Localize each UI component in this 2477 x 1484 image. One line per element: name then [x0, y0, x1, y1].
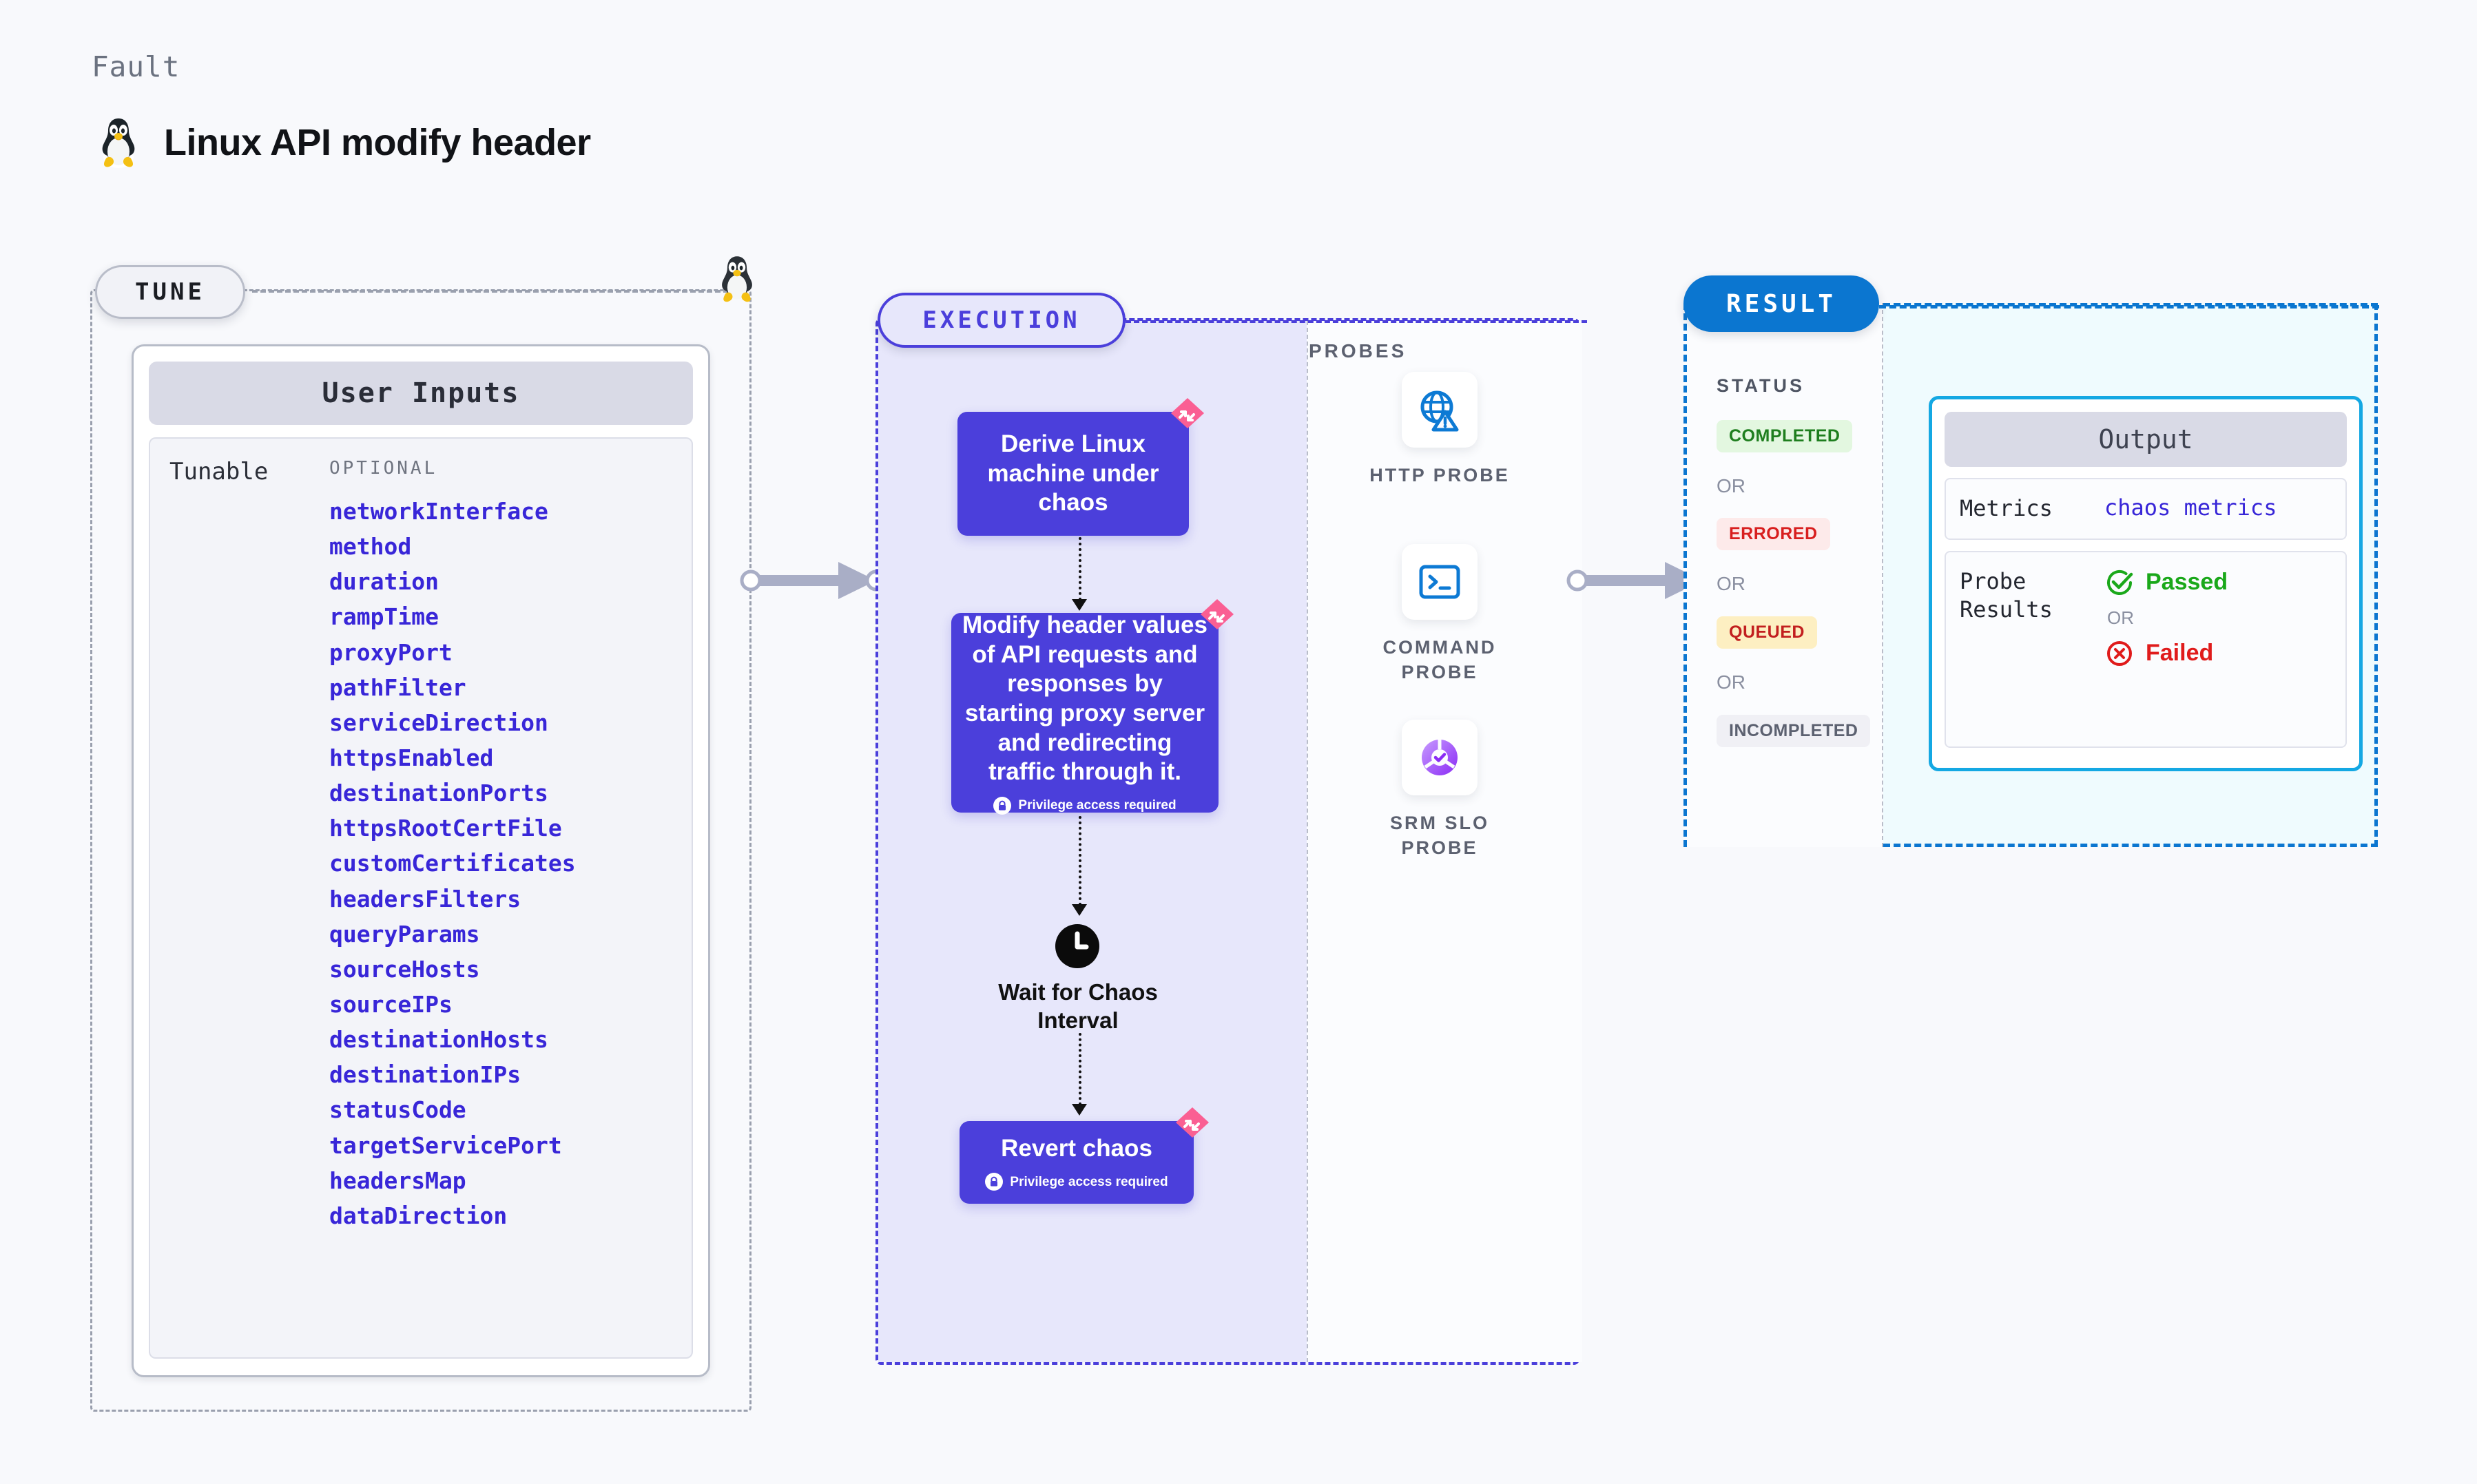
- output-metrics-row: Metrics chaos metrics: [1945, 478, 2347, 540]
- tunable-parameter-list: OPTIONAL networkInterface method duratio…: [329, 458, 692, 1357]
- lock-icon: [993, 797, 1012, 815]
- list-item[interactable]: customCertificates: [329, 850, 576, 877]
- result-status-panel: [1683, 303, 1883, 847]
- list-item[interactable]: queryParams: [329, 920, 480, 948]
- probes-panel: [1307, 321, 1582, 1362]
- list-item[interactable]: serviceDirection: [329, 709, 548, 736]
- ribbon-icon: [1176, 1107, 1209, 1138]
- probe-result-failed: Failed: [2104, 638, 2228, 669]
- tune-pill[interactable]: TUNE: [95, 265, 245, 319]
- privilege-badge: Privilege access required: [993, 797, 1177, 815]
- page-eyebrow: Fault: [92, 50, 180, 83]
- status-badge-queued: QUEUED: [1717, 616, 1817, 649]
- wait-clock-icon: [1026, 921, 1129, 974]
- arrow-wait-to-revert: [1079, 1033, 1081, 1105]
- user-inputs-card: User Inputs Tunable OPTIONAL networkInte…: [132, 344, 710, 1377]
- probe-result-or: OR: [2107, 607, 2134, 628]
- list-item[interactable]: destinationIPs: [329, 1061, 521, 1089]
- list-item[interactable]: headersMap: [329, 1167, 466, 1194]
- linux-tux-icon: [96, 116, 141, 169]
- list-item[interactable]: destinationPorts: [329, 780, 548, 807]
- list-item[interactable]: networkInterface: [329, 498, 548, 525]
- probe-result-passed-label: Passed: [2146, 569, 2228, 596]
- probe-result-failed-label: Failed: [2146, 640, 2214, 667]
- privilege-badge-label: Privilege access required: [1018, 798, 1177, 813]
- list-item[interactable]: httpsRootCertFile: [329, 815, 562, 842]
- user-inputs-body: Tunable OPTIONAL networkInterface method…: [149, 437, 693, 1359]
- output-title: Output: [1945, 412, 2347, 467]
- execution-connector-line: [1126, 320, 1587, 323]
- list-item[interactable]: sourceHosts: [329, 955, 480, 983]
- probes-section-label: PROBES: [1309, 340, 1407, 362]
- execution-node-derive[interactable]: Derive Linux machine under chaos: [957, 398, 1204, 536]
- probe-http-label: HTTP PROBE: [1369, 465, 1510, 485]
- slo-donut-check-icon: [1402, 720, 1478, 795]
- page-title-row: Linux API modify header: [96, 116, 591, 169]
- arrowhead-icon: [1072, 904, 1087, 916]
- privilege-badge: Privilege access required: [985, 1173, 1168, 1191]
- x-circle-icon: [2107, 640, 2132, 666]
- probe-http[interactable]: HTTP PROBE: [1354, 372, 1526, 488]
- status-badge-completed: COMPLETED: [1717, 420, 1853, 452]
- arrow-derive-to-modify: [1079, 537, 1081, 600]
- list-item[interactable]: targetServicePort: [329, 1131, 562, 1159]
- execution-node-revert[interactable]: Revert chaos Privilege access required: [960, 1107, 1209, 1204]
- arrowhead-icon: [1072, 599, 1087, 611]
- execution-node-revert-label: Revert chaos: [1001, 1134, 1152, 1162]
- tune-linux-badge-icon: [716, 253, 758, 308]
- globe-warning-icon: [1402, 372, 1478, 448]
- list-item[interactable]: destinationHosts: [329, 1026, 548, 1054]
- status-section-label: STATUS: [1717, 375, 1805, 396]
- connector-tune-to-execution: [738, 556, 890, 608]
- list-item[interactable]: dataDirection: [329, 1202, 508, 1229]
- list-item[interactable]: proxyPort: [329, 638, 453, 666]
- user-inputs-title: User Inputs: [149, 362, 693, 425]
- arrowhead-icon: [1072, 1104, 1087, 1116]
- result-connector-line: [1879, 305, 2379, 309]
- ribbon-icon: [1171, 398, 1204, 428]
- execution-node-wait-label: Wait for Chaos Interval: [998, 979, 1158, 1034]
- output-probe-results-key: Probe Results: [1960, 567, 2053, 623]
- list-item[interactable]: pathFilter: [329, 673, 466, 701]
- probe-command-label: COMMAND PROBE: [1382, 637, 1497, 683]
- list-item[interactable]: sourceIPs: [329, 990, 453, 1018]
- status-badge-errored: ERRORED: [1717, 518, 1830, 550]
- output-probe-results-row: Probe Results Passed OR Failed: [1945, 550, 2347, 748]
- list-item[interactable]: httpsEnabled: [329, 744, 494, 771]
- result-pill[interactable]: RESULT: [1683, 275, 1879, 332]
- tunable-label: Tunable: [169, 458, 269, 485]
- status-badge-incompleted: INCOMPLETED: [1717, 715, 1871, 747]
- page-title: Linux API modify header: [164, 122, 591, 163]
- output-probe-results-value: Passed OR Failed: [2104, 567, 2228, 669]
- optional-group-label: OPTIONAL: [329, 458, 438, 479]
- list-item[interactable]: rampTime: [329, 603, 439, 631]
- probe-srm-slo-label: SRM SLO PROBE: [1389, 813, 1489, 859]
- list-item[interactable]: statusCode: [329, 1096, 466, 1124]
- execution-node-derive-label: Derive Linux machine under chaos: [987, 430, 1159, 516]
- execution-node-modify-label: Modify header values of API requests and…: [962, 611, 1208, 786]
- probe-srm-slo[interactable]: SRM SLO PROBE: [1354, 720, 1526, 861]
- output-metrics-key: Metrics: [1960, 495, 2053, 521]
- list-item[interactable]: headersFilters: [329, 885, 521, 912]
- check-circle-icon: [2107, 569, 2133, 595]
- privilege-badge-label: Privilege access required: [1010, 1174, 1168, 1189]
- execution-pill[interactable]: EXECUTION: [878, 293, 1126, 348]
- tune-connector-line: [252, 290, 745, 293]
- probe-result-passed: Passed: [2104, 567, 2228, 598]
- output-metrics-value[interactable]: chaos metrics: [2104, 494, 2277, 521]
- arrow-modify-to-wait: [1079, 816, 1081, 906]
- probe-command[interactable]: COMMAND PROBE: [1354, 544, 1526, 685]
- execution-node-modify[interactable]: Modify header values of API requests and…: [951, 599, 1234, 815]
- status-or-3: OR: [1717, 671, 1745, 693]
- output-card: Output Metrics chaos metrics Probe Resul…: [1929, 396, 2363, 771]
- terminal-icon: [1402, 544, 1478, 620]
- ribbon-icon: [1201, 599, 1234, 629]
- list-item[interactable]: duration: [329, 568, 439, 596]
- status-or-2: OR: [1717, 573, 1745, 594]
- lock-icon: [985, 1173, 1004, 1191]
- status-or-1: OR: [1717, 475, 1745, 497]
- list-item[interactable]: method: [329, 533, 412, 561]
